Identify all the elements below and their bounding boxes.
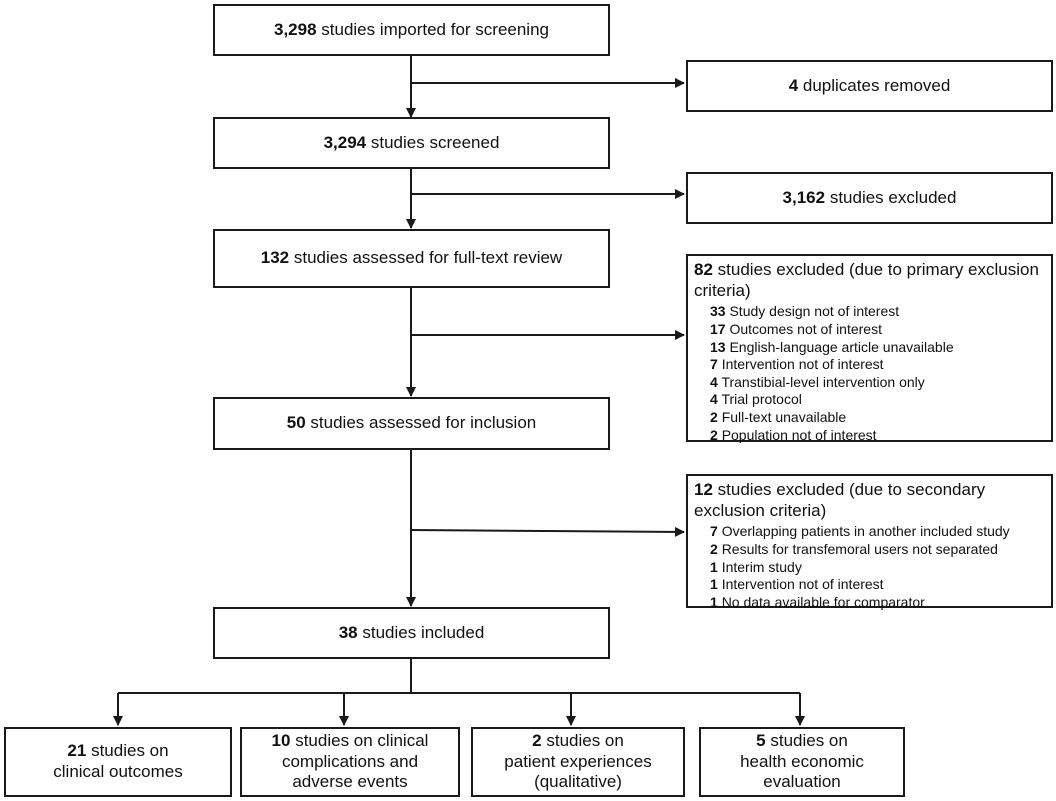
secondary-exclusion-count: 12 — [694, 480, 713, 499]
outcome-line: health economic — [740, 751, 864, 771]
duplicates-count: 4 — [788, 75, 799, 95]
box-secondary-exclusion: 12 studies excluded (due to secondary ex… — [686, 474, 1053, 611]
exclusion-reason: 7 Overlapping patients in another includ… — [710, 523, 1010, 540]
duplicates-text: duplicates removed — [802, 75, 951, 95]
excluded-screen-text: studies excluded — [829, 187, 957, 207]
box-fulltext-review: 132 studies assessed for full-text revie… — [213, 229, 610, 288]
outcome-line: evaluation — [763, 772, 841, 792]
outcome-count: 5 — [756, 730, 766, 750]
exclusion-reason: 1 Intervention not of interest — [710, 576, 884, 593]
excluded-screen-count: 3,162 — [782, 187, 826, 207]
screened-text: studies screened — [370, 132, 500, 152]
exclusion-reason: 33 Study design not of interest — [710, 303, 900, 320]
outcome-line: adverse events — [292, 772, 408, 792]
primary-exclusion-count: 82 — [694, 260, 713, 279]
secondary-exclusion-list: 7 Overlapping patients in another includ… — [694, 523, 1045, 611]
outcome-line: (qualitative) — [534, 772, 622, 792]
screened-count: 3,294 — [323, 132, 367, 152]
exclusion-reason: 7 Intervention not of interest — [710, 356, 884, 373]
outcome-line: patient experiences — [504, 751, 652, 771]
outcome-line: studies on — [546, 730, 624, 750]
outcome-count: 21 — [67, 741, 87, 761]
secondary-exclusion-text: studies excluded (due to secondary exclu… — [694, 480, 986, 520]
outcome-line: complications and — [281, 751, 419, 771]
exclusion-reason: 2 Results for transfemoral users not sep… — [710, 541, 998, 558]
box-outcome-patient-experience: 2 studies on patient experiences (qualit… — [471, 727, 685, 797]
exclusion-reason: 4 Transtibial-level intervention only — [710, 373, 925, 390]
exclusion-reason: 2 Population not of interest — [710, 426, 877, 443]
primary-exclusion-list: 33 Study design not of interest 17 Outco… — [694, 303, 1045, 444]
imported-count: 3,298 — [273, 19, 317, 39]
box-assessed-inclusion: 50 studies assessed for inclusion — [213, 397, 610, 450]
box-screened: 3,294 studies screened — [213, 117, 610, 169]
secondary-exclusion-heading: 12 studies excluded (due to secondary ex… — [694, 480, 1045, 521]
outcome-line: studies on — [91, 741, 169, 761]
box-imported: 3,298 studies imported for screening — [213, 4, 610, 56]
primary-exclusion-text: studies excluded (due to primary exclusi… — [694, 260, 1039, 300]
exclusion-reason: 4 Trial protocol — [710, 391, 802, 408]
fulltext-text: studies assessed for full-text review — [293, 248, 563, 268]
arrow-to-secondary-exclusion — [410, 526, 685, 537]
fulltext-count: 132 — [260, 248, 290, 268]
box-included: 38 studies included — [213, 607, 610, 659]
imported-text: studies imported for screening — [321, 19, 549, 39]
outcome-count: 10 — [271, 730, 291, 750]
exclusion-reason: 1 Interim study — [710, 558, 802, 575]
box-outcome-clinical: 21 studies on clinical outcomes — [4, 727, 232, 797]
outcome-line: studies on — [770, 730, 848, 750]
outcome-line: clinical outcomes — [53, 762, 183, 781]
box-duplicates: 4 duplicates removed — [686, 60, 1053, 112]
exclusion-reason: 13 English-language article unavailable — [710, 338, 954, 355]
included-count: 38 — [338, 622, 358, 642]
box-outcome-health-economic: 5 studies on health economic evaluation — [699, 727, 905, 797]
outcome-count: 2 — [532, 730, 542, 750]
inclusion-text: studies assessed for inclusion — [310, 413, 537, 433]
box-excluded-screening: 3,162 studies excluded — [686, 172, 1053, 224]
inclusion-count: 50 — [286, 413, 306, 433]
included-text: studies included — [362, 622, 485, 642]
primary-exclusion-heading: 82 studies excluded (due to primary excl… — [694, 260, 1045, 301]
outcome-line: studies on clinical — [295, 730, 429, 750]
exclusion-reason: 1 No data available for comparator — [710, 593, 925, 610]
exclusion-reason: 2 Full-text unavailable — [710, 409, 847, 426]
exclusion-reason: 17 Outcomes not of interest — [710, 321, 882, 338]
box-primary-exclusion: 82 studies excluded (due to primary excl… — [686, 254, 1053, 444]
box-outcome-complications: 10 studies on clinical complications and… — [240, 727, 460, 797]
